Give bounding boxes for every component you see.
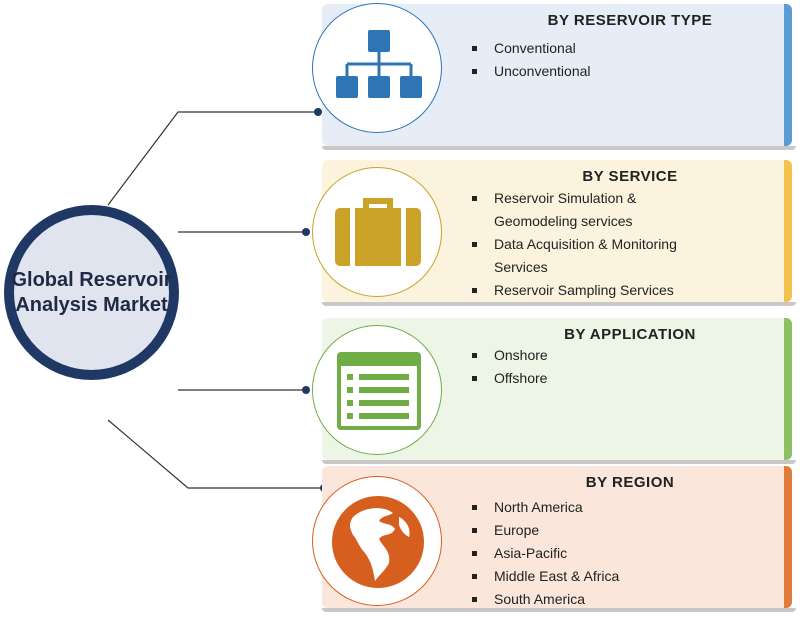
segment-title: BY REGION	[585, 474, 675, 491]
list-item: Data Acquisition & Monitoring	[472, 233, 677, 256]
list-item: Unconventional	[472, 60, 591, 83]
connector-dot	[302, 386, 310, 394]
list-item: Onshore	[472, 344, 548, 367]
connector-dot	[314, 108, 322, 116]
list-item: Reservoir Simulation &	[472, 187, 677, 210]
segment-title: BY SERVICE	[582, 168, 678, 185]
list-item-continuation: Geomodeling services	[494, 213, 633, 229]
briefcase-icon	[312, 167, 442, 297]
hub-circle	[4, 205, 179, 380]
list-item: North America	[472, 496, 619, 519]
list-item: South America	[472, 588, 619, 611]
globe-icon	[312, 476, 442, 606]
connector-dot	[302, 228, 310, 236]
segment-title: BY RESERVOIR TYPE	[547, 12, 713, 29]
list-item: Middle East & Africa	[472, 565, 619, 588]
list-item: Europe	[472, 519, 619, 542]
list-item: Asia-Pacific	[472, 542, 619, 565]
connector-region	[107, 419, 324, 489]
segment-title: BY APPLICATION	[564, 326, 696, 343]
connector-reservoir-type	[107, 111, 318, 206]
list-item: Offshore	[472, 367, 548, 390]
hierarchy-icon	[312, 3, 442, 133]
list-item: Conventional	[472, 37, 591, 60]
list-window-icon	[312, 325, 442, 455]
hub-label: Global Reservoir Analysis Market	[11, 268, 172, 316]
list-item-continuation: Services	[494, 259, 548, 275]
list-item: Reservoir Sampling Services	[472, 279, 677, 302]
